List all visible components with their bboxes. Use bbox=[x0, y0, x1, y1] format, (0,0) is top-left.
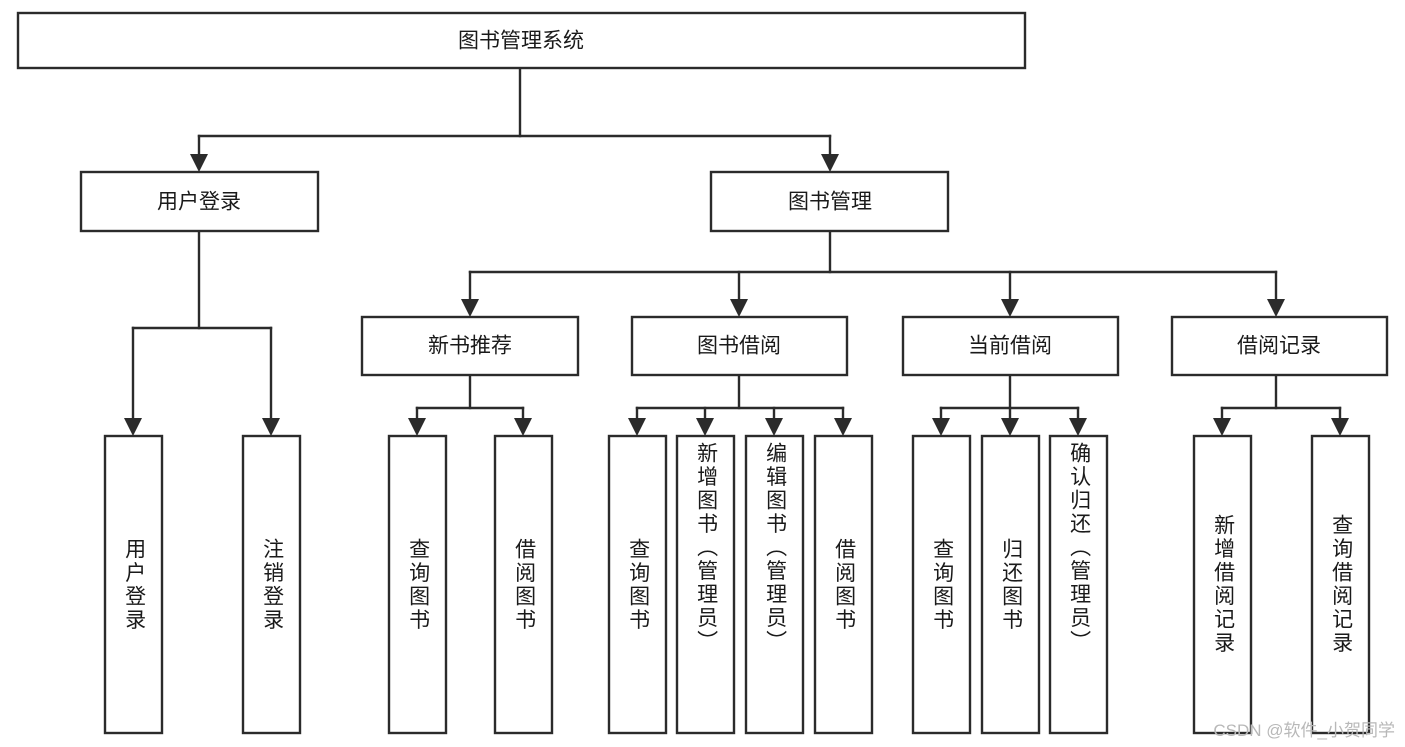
node-current-borrow-box[interactable] bbox=[901, 315, 1120, 377]
node-current-borrow-label: 当前借阅 bbox=[968, 335, 1052, 358]
arrow-leaf-currentborrow-2 bbox=[1001, 418, 1019, 436]
arrow-leaf-bookborrow-2 bbox=[696, 418, 714, 436]
node-book-manage[interactable]: 图书管理 bbox=[709, 170, 950, 233]
arrow-current-borrow bbox=[1001, 299, 1019, 317]
node-borrow-record[interactable]: 借阅记录 bbox=[1170, 315, 1389, 377]
arrow-user-login bbox=[190, 154, 208, 172]
node-book-borrow[interactable]: 图书借阅 bbox=[630, 315, 849, 377]
arrow-leaf-newbook-2 bbox=[514, 418, 532, 436]
arrow-borrow-record bbox=[1267, 299, 1285, 317]
arrow-leaf-borrowrecord-2 bbox=[1331, 418, 1349, 436]
node-user-login[interactable]: 用户登录 bbox=[79, 170, 320, 233]
node-book-manage-label: 图书管理 bbox=[788, 191, 872, 214]
leaf-box-bookborrow-1[interactable] bbox=[607, 434, 668, 735]
node-book-borrow-label: 图书借阅 bbox=[697, 335, 781, 358]
node-borrow-record-label: 借阅记录 bbox=[1237, 335, 1321, 358]
node-root-label: 图书管理系统 bbox=[458, 30, 584, 53]
leaf-box-bookborrow-2[interactable] bbox=[675, 434, 736, 735]
node-root[interactable]: 图书管理系统 bbox=[16, 11, 1027, 70]
node-layer: 图书管理系统 用户登录 图书管理 新书推荐 图书借阅 当前 bbox=[16, 11, 1389, 735]
node-new-book-rec[interactable]: 新书推荐 bbox=[360, 315, 580, 377]
node-user-login-box[interactable] bbox=[79, 170, 320, 233]
arrow-leaf-newbook-1 bbox=[408, 418, 426, 436]
leaf-box-user-login-1[interactable] bbox=[103, 434, 164, 735]
node-user-login-label: 用户登录 bbox=[157, 191, 241, 214]
arrow-leaf-bookborrow-4 bbox=[834, 418, 852, 436]
arrow-book-manage bbox=[821, 154, 839, 172]
leaf-box-bookborrow-3[interactable] bbox=[744, 434, 805, 735]
watermark-text: CSDN @软件_小贺同学 bbox=[1213, 721, 1395, 740]
arrow-leaf-currentborrow-1 bbox=[932, 418, 950, 436]
leaf-box-currentborrow-2[interactable] bbox=[980, 434, 1041, 735]
arrow-leaf-user-login-1 bbox=[124, 418, 142, 436]
leaf-box-currentborrow-3[interactable] bbox=[1048, 434, 1109, 735]
node-current-borrow[interactable]: 当前借阅 bbox=[901, 315, 1120, 377]
leaf-box-newbook-2[interactable] bbox=[493, 434, 554, 735]
node-book-borrow-box[interactable] bbox=[630, 315, 849, 377]
arrow-book-borrow bbox=[730, 299, 748, 317]
leaf-box-borrowrecord-2[interactable] bbox=[1310, 434, 1371, 735]
node-borrow-record-box[interactable] bbox=[1170, 315, 1389, 377]
arrow-leaf-borrowrecord-1 bbox=[1213, 418, 1231, 436]
node-new-book-rec-label: 新书推荐 bbox=[428, 335, 512, 358]
arrow-new-book bbox=[461, 299, 479, 317]
leaf-box-borrowrecord-1[interactable] bbox=[1192, 434, 1253, 735]
connector-layer bbox=[124, 66, 1349, 436]
arrow-leaf-currentborrow-3 bbox=[1069, 418, 1087, 436]
arrow-leaf-bookborrow-3 bbox=[765, 418, 783, 436]
node-root-box[interactable] bbox=[16, 11, 1027, 70]
node-book-manage-box[interactable] bbox=[709, 170, 950, 233]
leaf-box-newbook-1[interactable] bbox=[387, 434, 448, 735]
arrow-leaf-bookborrow-1 bbox=[628, 418, 646, 436]
arrow-leaf-user-login-2 bbox=[262, 418, 280, 436]
leaf-box-bookborrow-4[interactable] bbox=[813, 434, 874, 735]
node-new-book-rec-box[interactable] bbox=[360, 315, 580, 377]
leaf-box-currentborrow-1[interactable] bbox=[911, 434, 972, 735]
leaf-box-user-login-2[interactable] bbox=[241, 434, 302, 735]
